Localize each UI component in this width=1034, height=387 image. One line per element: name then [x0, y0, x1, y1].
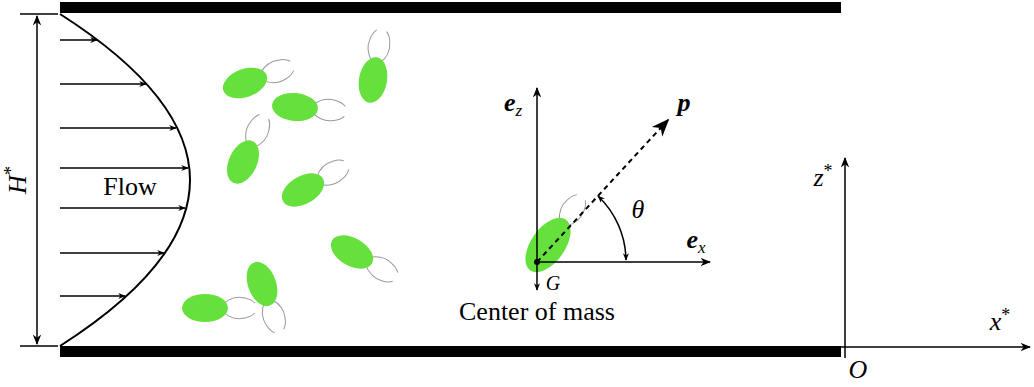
g-label: G [546, 273, 560, 293]
angle-arc [598, 196, 626, 260]
z-axis [844, 158, 846, 358]
velocity-arrows [60, 40, 188, 296]
z-axis-label: z* [813, 165, 832, 191]
ez-label: ez [504, 90, 522, 116]
swimmer [241, 258, 292, 336]
top-wall [60, 2, 841, 13]
velocity-profile [60, 14, 190, 346]
x-axis-label: x* [990, 309, 1011, 335]
caption-label: Center of mass [459, 299, 615, 325]
flow-label: Flow [103, 174, 156, 200]
swimmer [516, 188, 595, 280]
gravity-arrow [536, 262, 538, 290]
origin-label: O [849, 357, 868, 383]
orientation-vector [537, 120, 668, 262]
swimmer [271, 91, 346, 125]
microswimmers [182, 28, 595, 335]
p-label: p [678, 90, 691, 116]
height-dimension [36, 16, 38, 344]
height-label: H* [5, 166, 31, 194]
theta-label: θ [632, 197, 645, 223]
x-axis [841, 346, 1030, 348]
ex-label: ex [686, 227, 705, 253]
swimmer [325, 228, 402, 289]
swimmer [276, 153, 353, 214]
ex-axis [537, 261, 710, 263]
bottom-wall [60, 346, 841, 357]
swimmer [182, 294, 255, 322]
swimmer [355, 28, 395, 105]
center-of-mass-dot [534, 259, 540, 265]
ez-axis [536, 88, 538, 262]
swimmer [221, 111, 277, 189]
